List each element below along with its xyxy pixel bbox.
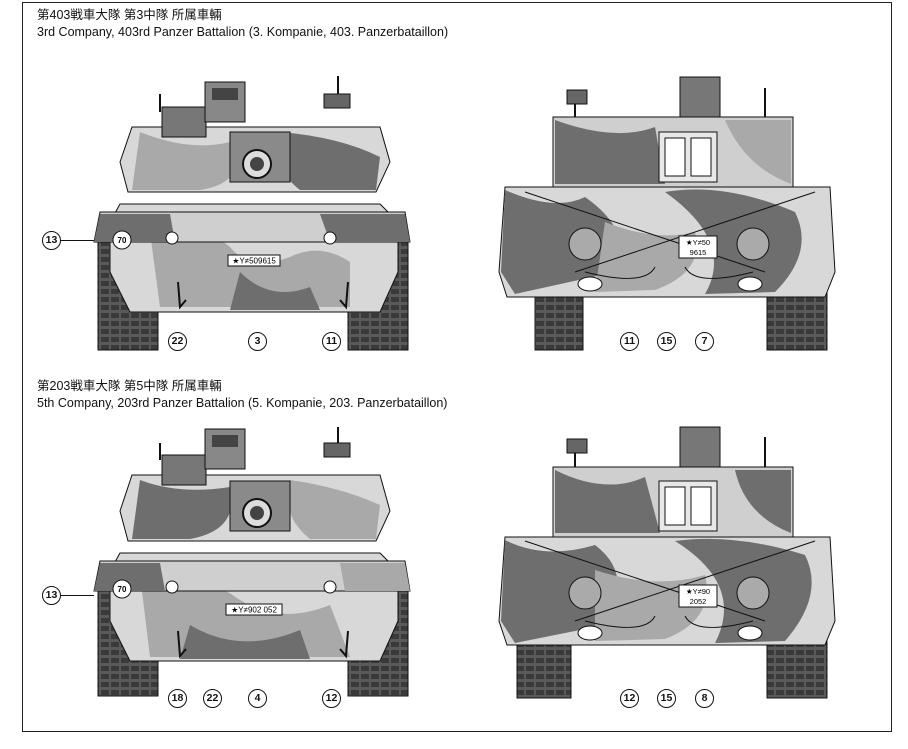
callout-15: 15 [657,332,676,351]
rear-2-plate-line-2: 2052 [690,597,707,606]
leader-line [60,595,94,596]
section-1-title-en: 3rd Company, 403rd Panzer Battalion (3. … [37,25,449,39]
rear-2-plate-line-1: ★Y≠90 [686,587,710,596]
callout-11: 11 [322,332,341,351]
callout-13: 13 [42,586,61,605]
section-2-header: 第203戦車大隊 第5中隊 所属車輛 5th Company, 203rd Pa… [37,378,447,412]
section-2-title-en: 5th Company, 203rd Panzer Battalion (5. … [37,396,448,410]
front-2-license-plate: ★Y≠902 052 [231,606,277,615]
callout-4: 4 [248,689,267,708]
callout-12: 12 [322,689,341,708]
tank-rear-view-2: ★Y≠90 2052 [498,426,836,699]
front-1-license-plate: ★Y≠509615 [232,257,276,266]
callout-7: 7 [695,332,714,351]
callout-12: 12 [620,689,639,708]
callout-22: 22 [203,689,222,708]
callout-11: 11 [620,332,639,351]
rear-1-plate-line-2: 9615 [690,248,707,257]
callout-15: 15 [657,689,676,708]
section-2-title-jp: 第203戦車大隊 第5中隊 所属車輛 [37,379,222,393]
tank-front-view-1: 70 ★Y≠509615 [93,76,411,351]
leader-line [60,240,94,241]
callout-3: 3 [248,332,267,351]
tank-front-view-2: 70 ★Y≠902 052 [93,427,411,697]
callout-8: 8 [695,689,714,708]
callout-22: 22 [168,332,187,351]
rear-1-plate-line-1: ★Y≠50 [686,238,710,247]
section-1-title-jp: 第403戦車大隊 第3中隊 所属車輛 [37,8,222,22]
callout-13: 13 [42,231,61,250]
front-1-turret-number: 70 [118,236,127,245]
callout-18: 18 [168,689,187,708]
tank-rear-view-1: ★Y≠50 9615 [498,76,836,351]
front-2-turret-number: 70 [118,585,127,594]
section-1-header: 第403戦車大隊 第3中隊 所属車輛 3rd Company, 403rd Pa… [37,7,448,41]
